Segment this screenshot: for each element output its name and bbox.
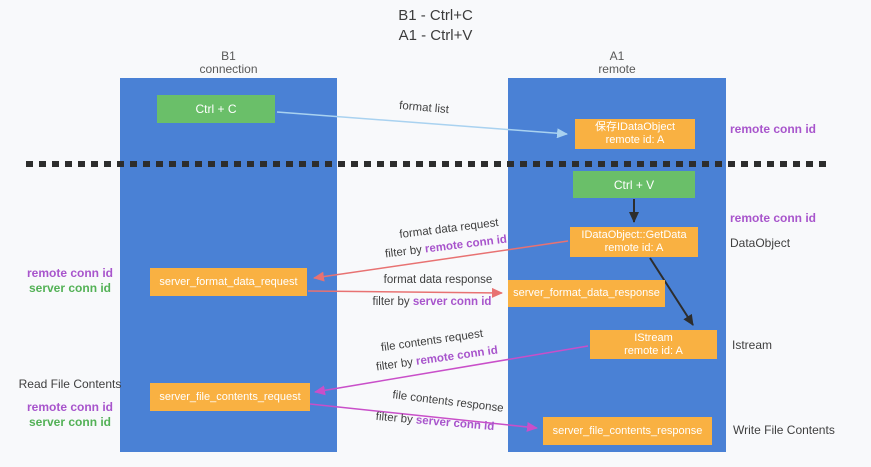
file-contents-response-filter-label: filter by server conn id [365, 410, 506, 434]
idataobject-getdata-subtitle: remote id: A [604, 242, 664, 254]
lane-header-b1: B1 connection [120, 50, 337, 76]
ctrl-v-node: Ctrl + V [573, 171, 695, 198]
remote-conn-id-text: remote conn id [415, 344, 499, 368]
server-format-data-request-node: server_format_data_request [150, 268, 307, 296]
filter-by-text: filter by [384, 243, 426, 261]
left-server-conn-id-label-2: server conn id [28, 415, 112, 429]
format-data-response-filter-label: filter by server conn id [362, 296, 502, 308]
istream-side-label: Istream [732, 338, 773, 352]
server-conn-id-text: server conn id [415, 414, 495, 434]
save-idataobject-node: 保存IDataObject remote id: A [575, 119, 695, 149]
lane-a1-subtitle: remote [598, 62, 636, 76]
server-file-contents-request-label: server_file_contents_request [159, 390, 301, 403]
title-line-2: A1 - Ctrl+V [398, 27, 473, 44]
format-list-label: format list [398, 99, 450, 117]
right-remote-conn-id-label-1: remote conn id [730, 122, 817, 136]
istream-title: IStream [634, 331, 673, 344]
filter-by-text: filter by [372, 296, 413, 308]
lane-b1-subtitle: connection [199, 62, 258, 76]
server-format-data-request-label: server_format_data_request [159, 275, 298, 288]
remote-conn-id-text: remote conn id [424, 233, 508, 256]
lane-a1-title: A1 [609, 49, 625, 63]
save-idataobject-subtitle: remote id: A [605, 134, 665, 146]
write-file-contents-label: Write File Contents [733, 423, 835, 437]
istream-node: IStream remote id: A [590, 330, 717, 359]
save-idataobject-title: 保存IDataObject [594, 121, 676, 133]
dashed-divider [26, 161, 832, 167]
diagram-title: B1 - Ctrl+C A1 - Ctrl+V [0, 6, 871, 46]
format-data-response-arrow [307, 287, 503, 298]
right-remote-conn-id-label-2: remote conn id [730, 211, 817, 225]
lane-b1-title: B1 [221, 49, 236, 63]
ctrl-c-node: Ctrl + C [157, 95, 275, 123]
server-format-data-response-node: server_format_data_response [508, 280, 665, 307]
ctrl-c-label: Ctrl + C [195, 102, 237, 116]
title-line-1: B1 - Ctrl+C [398, 7, 473, 24]
server-conn-id-text: server conn id [412, 296, 492, 308]
left-remote-conn-id-label-2: remote conn id [26, 400, 113, 414]
filter-by-text: filter by [375, 410, 417, 427]
read-file-contents-label: Read File Contents [18, 377, 122, 391]
server-format-data-response-label: server_format_data_response [513, 287, 660, 299]
server-file-contents-response-label: server_file_contents_response [552, 424, 703, 437]
server-file-contents-request-node: server_file_contents_request [150, 383, 310, 411]
ctrl-v-label: Ctrl + V [613, 177, 655, 192]
idataobject-getdata-node: IDataObject::GetData remote id: A [570, 227, 698, 257]
istream-subtitle: remote id: A [624, 344, 683, 357]
idataobject-getdata-title: IDataObject::GetData [581, 229, 687, 241]
format-data-response-label: format data response [383, 274, 493, 286]
lane-header-a1: A1 remote [508, 50, 726, 76]
filter-by-text: filter by [375, 355, 417, 374]
server-file-contents-response-node: server_file_contents_response [543, 417, 712, 445]
left-server-conn-id-label-1: server conn id [28, 281, 112, 295]
left-remote-conn-id-label-1: remote conn id [26, 266, 113, 280]
dataobject-label: DataObject [730, 236, 791, 250]
